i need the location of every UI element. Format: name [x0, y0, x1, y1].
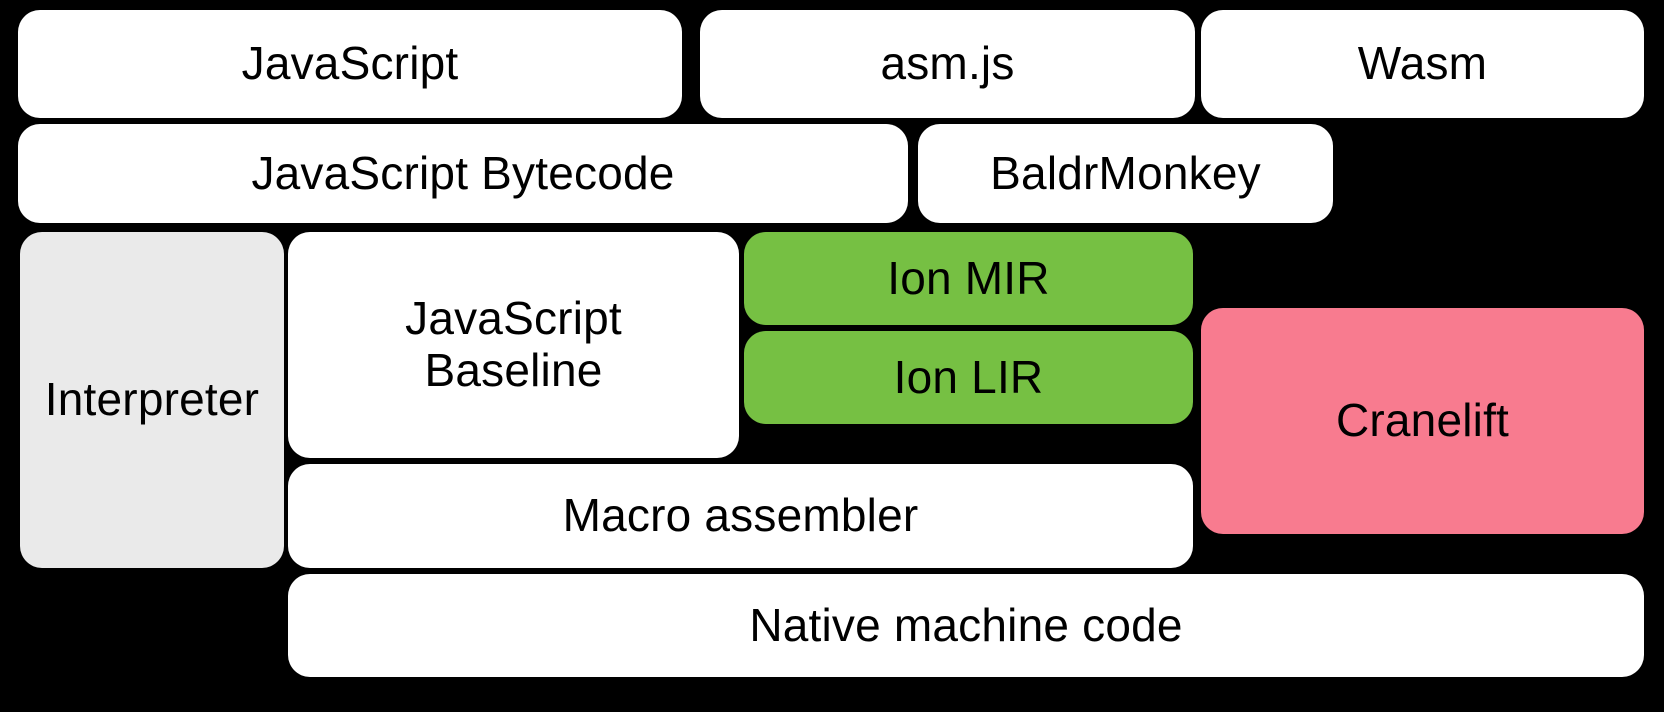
node-ion-mir-label: Ion MIR [887, 251, 1050, 304]
node-javascript-baseline[interactable]: JavaScript Baseline [288, 232, 739, 458]
node-interpreter-label: Interpreter [44, 373, 260, 426]
node-javascript[interactable]: JavaScript [18, 10, 682, 118]
node-asmjs-label: asm.js [880, 37, 1015, 90]
node-macro-assembler-label: Macro assembler [562, 489, 919, 542]
node-wasm[interactable]: Wasm [1201, 10, 1644, 118]
node-interpreter[interactable]: Interpreter [20, 232, 284, 568]
node-macro-assembler[interactable]: Macro assembler [288, 464, 1193, 568]
node-baldrmonkey-label: BaldrMonkey [990, 146, 1261, 199]
node-ion-lir[interactable]: Ion LIR [744, 331, 1193, 424]
node-wasm-label: Wasm [1357, 37, 1488, 90]
node-javascript-label: JavaScript [241, 37, 459, 90]
node-javascript-bytecode[interactable]: JavaScript Bytecode [18, 124, 908, 223]
node-baldrmonkey[interactable]: BaldrMonkey [918, 124, 1333, 223]
node-asmjs[interactable]: asm.js [700, 10, 1195, 118]
node-javascript-baseline-label: JavaScript Baseline [405, 292, 622, 396]
node-cranelift-label: Cranelift [1335, 394, 1510, 447]
node-cranelift[interactable]: Cranelift [1201, 308, 1644, 534]
node-javascript-bytecode-label: JavaScript Bytecode [251, 146, 675, 199]
node-ion-lir-label: Ion LIR [893, 350, 1044, 403]
node-native-machine-code[interactable]: Native machine code [288, 574, 1644, 677]
node-ion-mir[interactable]: Ion MIR [744, 232, 1193, 325]
node-native-machine-code-label: Native machine code [749, 598, 1183, 651]
